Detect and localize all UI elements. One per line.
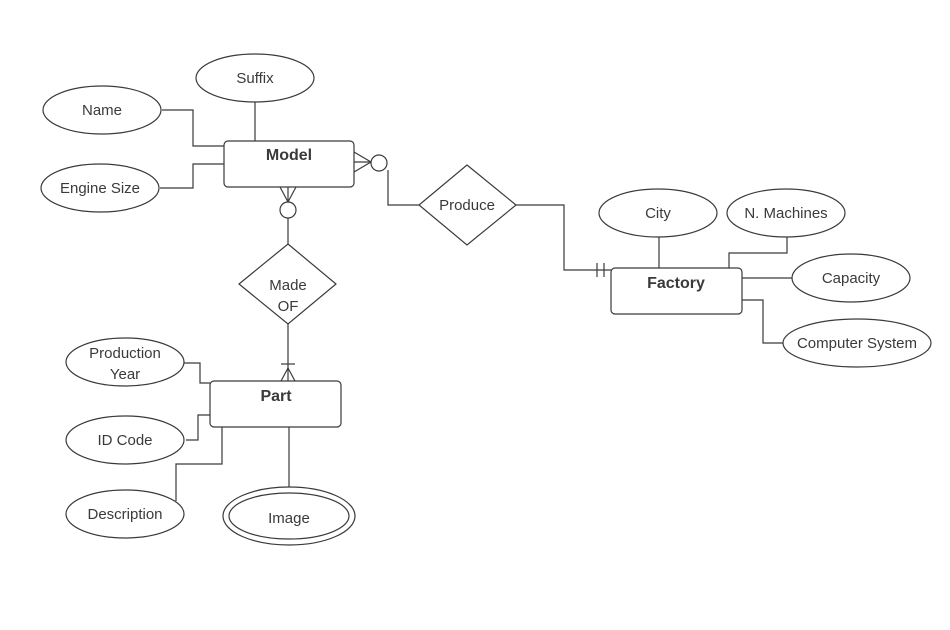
attribute-engine-size-label: Engine Size [60, 180, 140, 197]
relationship-made-of-label-line1: Made [269, 277, 307, 294]
attribute-description-label: Description [87, 506, 162, 523]
attribute-image-multivalued[interactable]: Image [222, 486, 356, 546]
connector-name-model [162, 109, 224, 147]
attribute-computer-system-label: Computer System [797, 335, 917, 352]
attribute-city[interactable]: City [598, 188, 718, 238]
attribute-name-label: Name [82, 102, 122, 119]
attribute-production-year[interactable]: Production Year [65, 337, 185, 387]
attribute-city-label: City [645, 205, 671, 222]
connector-computer-system-factory [742, 299, 783, 344]
relationship-produce-label: Produce [439, 197, 495, 214]
entity-model[interactable]: Model [223, 140, 355, 188]
attribute-id-code[interactable]: ID Code [65, 415, 185, 465]
mandatory-one-factory [596, 263, 605, 277]
relationship-produce[interactable]: Produce [418, 164, 517, 246]
attribute-capacity-label: Capacity [822, 270, 881, 287]
connector-id-code-part [186, 414, 210, 441]
connector-produce-model [387, 170, 419, 206]
connector-description-part [175, 427, 223, 501]
crows-foot-zero-many-model-right [353, 151, 388, 173]
entity-factory[interactable]: Factory [610, 267, 743, 315]
relationship-made-of-label-line2: OF [278, 298, 299, 315]
connector-n-machines-factory [728, 237, 788, 268]
attribute-n-machines[interactable]: N. Machines [726, 188, 846, 238]
entity-part-label: Part [260, 388, 292, 405]
attribute-production-year-label-line1: Production [89, 345, 161, 362]
attribute-engine-size[interactable]: Engine Size [40, 163, 160, 213]
entity-factory-label: Factory [647, 275, 705, 292]
attribute-image-label: Image [268, 510, 310, 527]
attribute-capacity[interactable]: Capacity [791, 253, 911, 303]
attribute-production-year-label-line2: Year [110, 366, 140, 383]
relationship-made-of[interactable]: Made OF [238, 243, 337, 325]
entity-model-label: Model [266, 147, 312, 164]
attribute-n-machines-label: N. Machines [744, 205, 827, 222]
crows-foot-zero-many-model-bottom [279, 186, 297, 219]
connectors [160, 102, 792, 501]
attribute-suffix[interactable]: Suffix [195, 53, 315, 103]
connector-produce-factory [516, 204, 611, 271]
one-or-many-part [280, 363, 296, 382]
cardinality-markers [279, 151, 605, 382]
connector-engine-size-model [160, 163, 224, 189]
attribute-id-code-label: ID Code [97, 432, 152, 449]
attribute-description[interactable]: Description [65, 489, 185, 539]
attribute-name[interactable]: Name [42, 85, 162, 135]
entity-part[interactable]: Part [209, 380, 342, 428]
connector-production-year-part [184, 362, 210, 384]
attribute-suffix-label: Suffix [236, 70, 274, 87]
attribute-computer-system[interactable]: Computer System [782, 318, 932, 368]
